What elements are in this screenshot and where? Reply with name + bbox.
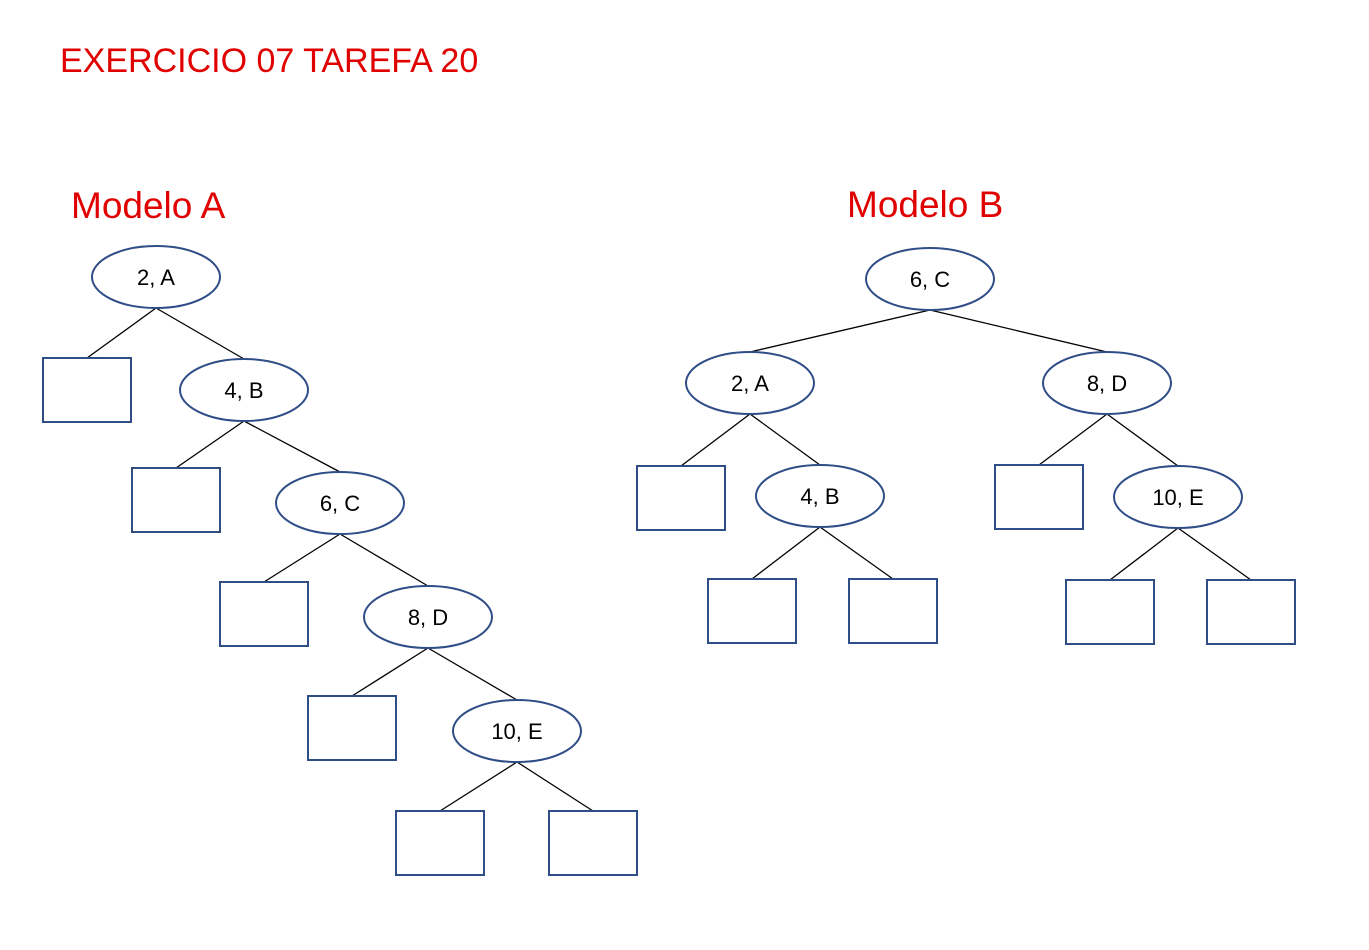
tree-edge — [1109, 527, 1179, 581]
leaf-square — [395, 810, 485, 876]
leaf-square — [994, 464, 1084, 530]
node-label: 8, D — [408, 605, 448, 630]
node-ellipse — [452, 699, 582, 763]
tree-edge — [351, 647, 429, 697]
tree-edge — [155, 307, 245, 360]
page-title: EXERCICIO 07 TAREFA 20 — [60, 42, 479, 80]
leaf-square — [307, 695, 397, 761]
tree-node: 10, E — [452, 699, 582, 763]
node-ellipse — [1113, 465, 1243, 529]
node-label: 6, C — [910, 267, 950, 292]
tree-edge — [86, 307, 157, 359]
tree-node: 2, A — [685, 351, 815, 415]
node-ellipse — [1042, 351, 1172, 415]
tree-edge — [243, 420, 341, 473]
node-label: 10, E — [1152, 485, 1203, 510]
node-label: 8, D — [1087, 371, 1127, 396]
leaf-square — [131, 467, 221, 533]
leaf-square — [1065, 579, 1155, 645]
tree-edge — [1038, 413, 1108, 466]
node-label: 6, C — [320, 491, 360, 516]
node-label: 10, E — [491, 719, 542, 744]
tree-edge — [680, 413, 751, 467]
tree-edge — [427, 647, 518, 701]
leaf-square — [548, 810, 638, 876]
tree-edge — [749, 309, 931, 353]
node-ellipse — [363, 585, 493, 649]
node-label: 4, B — [224, 378, 263, 403]
node-ellipse — [91, 245, 221, 309]
tree-edge — [819, 526, 894, 580]
node-label: 2, A — [137, 265, 175, 290]
tree-node: 4, B — [755, 464, 885, 528]
tree-node: 6, C — [865, 247, 995, 311]
tree-edge — [929, 309, 1108, 353]
tree-edge — [749, 413, 821, 466]
tree-node: 8, D — [1042, 351, 1172, 415]
node-label: 4, B — [800, 484, 839, 509]
tree-node: 2, A — [91, 245, 221, 309]
edges — [86, 307, 1252, 812]
tree-title-modelo-b: Modelo B — [847, 184, 1004, 225]
tree-node: 6, C — [275, 471, 405, 535]
leaf-square — [1206, 579, 1296, 645]
tree-edge — [175, 420, 245, 469]
tree-edge — [751, 526, 821, 580]
node-ellipse — [179, 358, 309, 422]
tree-node: 10, E — [1113, 465, 1243, 529]
node-ellipse — [685, 351, 815, 415]
leaf-square — [219, 581, 309, 647]
nodes: 2, A 4, B 6, C 8, D 10, E 6, C 2, A 4, B 8, D 10,… — [42, 245, 1296, 876]
tree-edge — [263, 533, 341, 583]
tree-node: 8, D — [363, 585, 493, 649]
leaf-square — [707, 578, 797, 644]
tree-edge — [1177, 527, 1252, 581]
node-ellipse — [275, 471, 405, 535]
node-ellipse — [755, 464, 885, 528]
leaf-square — [636, 465, 726, 531]
leaf-square — [848, 578, 938, 644]
tree-edge — [516, 761, 594, 812]
tree-edge — [439, 761, 518, 812]
tree-edge — [339, 533, 429, 587]
node-ellipse — [865, 247, 995, 311]
tree-title-modelo-a: Modelo A — [71, 185, 226, 226]
leaf-square — [42, 357, 132, 423]
node-label: 2, A — [731, 371, 769, 396]
tree-edge — [1106, 413, 1179, 467]
tree-node: 4, B — [179, 358, 309, 422]
